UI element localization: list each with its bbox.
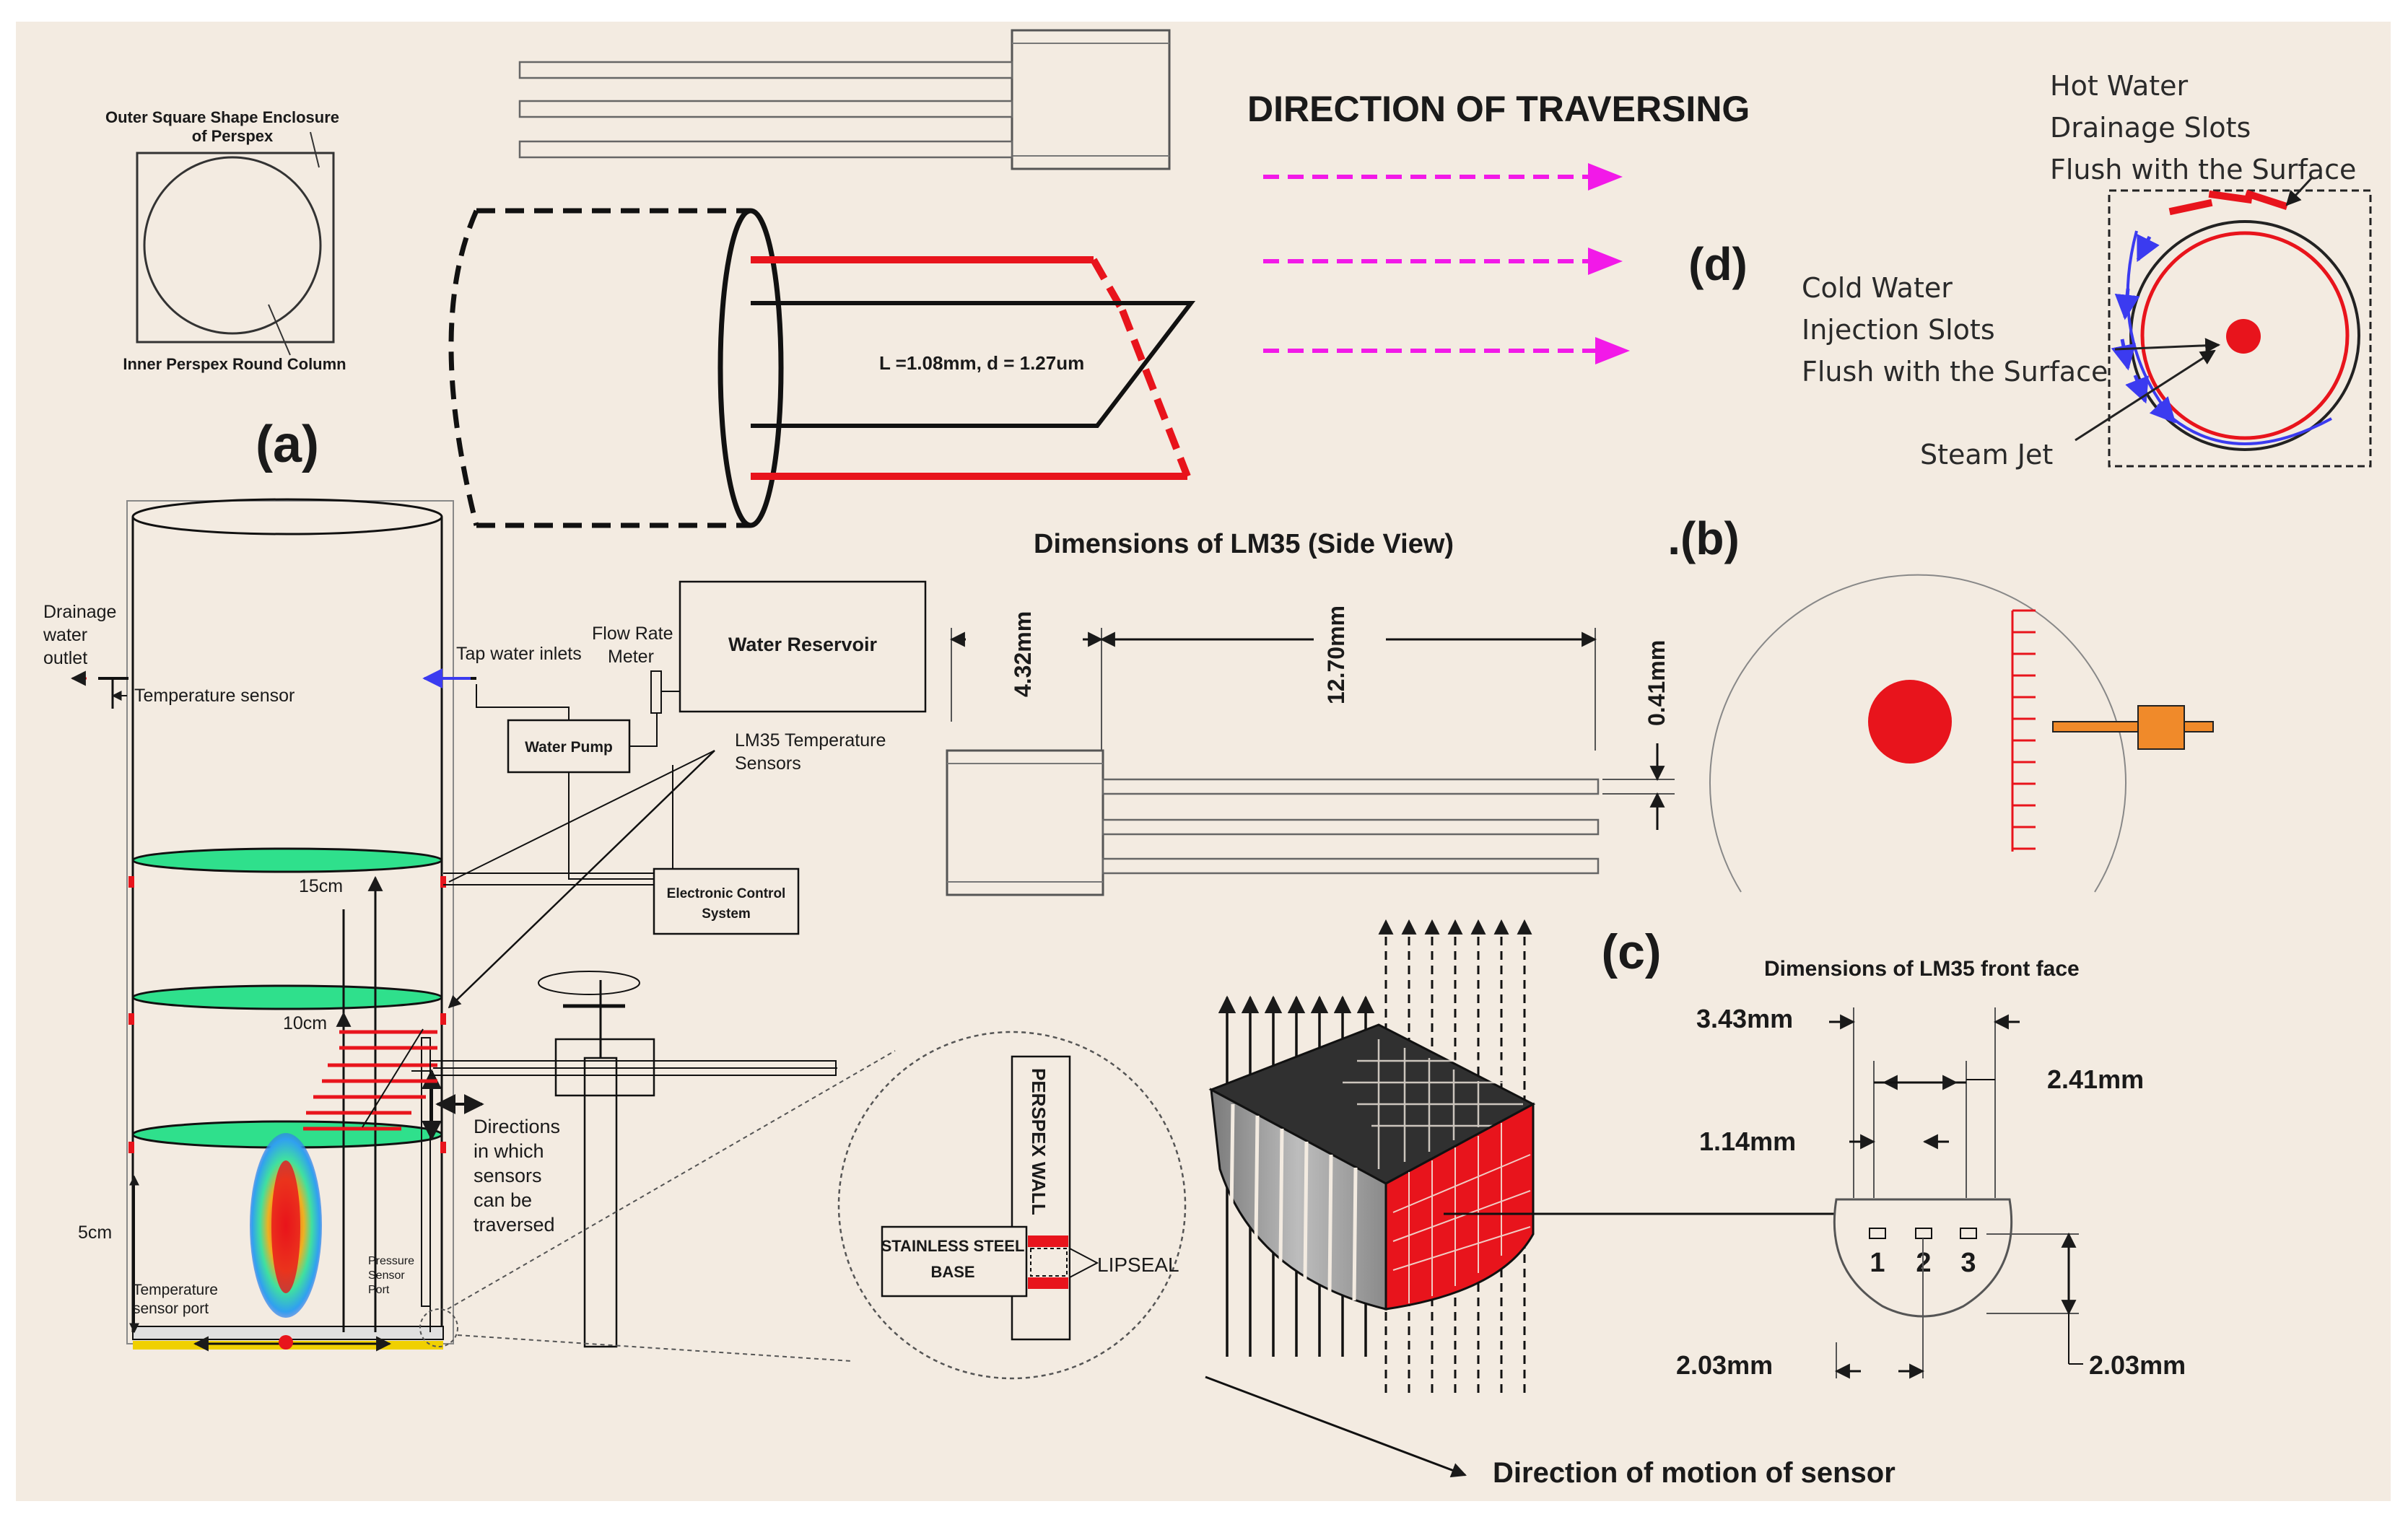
panel-label-c: (c) bbox=[1601, 924, 1661, 979]
motion-label: Direction of motion of sensor bbox=[1493, 1457, 1896, 1489]
outer-enclosure-label-2: of Perspex bbox=[192, 127, 274, 145]
perspex-wall-label: PERSPEX WALL bbox=[1028, 1068, 1050, 1215]
enclosure-diagram: Outer Square Shape Enclosure of Perspex … bbox=[105, 108, 346, 373]
pressure-port-label-2: Sensor bbox=[368, 1269, 405, 1282]
hot-water-label-2: Drainage Slots bbox=[2050, 112, 2251, 144]
water-pump-label: Water Pump bbox=[525, 739, 613, 756]
probe-cylinder: L =1.08mm, d = 1.27um bbox=[448, 208, 1196, 528]
dim-1-14: 1.14mm bbox=[1699, 1127, 1796, 1156]
drainage-label-2: water bbox=[43, 625, 87, 645]
lm35-scale-label: L =1.08mm, d = 1.27um bbox=[879, 352, 1084, 374]
inner-column-label: Inner Perspex Round Column bbox=[123, 355, 346, 373]
height-5cm: 5cm bbox=[78, 1223, 112, 1243]
panel-label-a: (a) bbox=[256, 416, 319, 473]
side-view: Dimensions of LM35 (Side View) 4.32mm 12… bbox=[946, 529, 1675, 896]
panel-c-diagram: Direction of motion of sensor bbox=[1205, 919, 1896, 1489]
traversing-arrows: DIRECTION OF TRAVERSING bbox=[1247, 89, 1750, 364]
directions-label-4: can be bbox=[474, 1189, 532, 1211]
steam-jet-label: Steam Jet bbox=[1920, 439, 2053, 471]
cold-water-label-2: Injection Slots bbox=[1802, 314, 1995, 346]
lm35-top-sketch bbox=[518, 29, 1171, 170]
outer-enclosure-label-1: Outer Square Shape Enclosure bbox=[105, 108, 339, 126]
pressure-port-label-1: Pressure bbox=[368, 1255, 414, 1267]
flow-rate-label-1: Flow Rate bbox=[592, 624, 673, 644]
directions-label-5: traversed bbox=[474, 1214, 555, 1235]
temp-port-label-2: sensor port bbox=[133, 1300, 209, 1317]
pressure-port-label-3: Port bbox=[368, 1284, 390, 1296]
temp-port-label-1: Temperature bbox=[133, 1282, 218, 1298]
electronic-control-label-2: System bbox=[702, 906, 751, 922]
tap-water-inlets-label: Tap water inlets bbox=[456, 644, 582, 664]
electronic-control-label-1: Electronic Control bbox=[667, 886, 786, 901]
front-face: Dimensions of LM35 front face 1 2 3 3.43… bbox=[1676, 957, 2186, 1380]
hot-water-label-1: Hot Water bbox=[2050, 70, 2189, 102]
side-view-title: Dimensions of LM35 (Side View) bbox=[1034, 529, 1454, 559]
base-label-2: BASE bbox=[930, 1263, 974, 1281]
panel-d-diagram: Hot Water Drainage Slots Flush with the … bbox=[1802, 70, 2372, 471]
pin-3-label: 3 bbox=[1960, 1248, 1976, 1278]
directions-label-2: in which bbox=[474, 1140, 544, 1162]
lipseal-label: LIPSEAL bbox=[1097, 1254, 1179, 1276]
dim-2-41: 2.41mm bbox=[2047, 1064, 2144, 1094]
lipseal-detail: PERSPEX WALL STAINLESS STEEL BASE LIPSEA… bbox=[419, 1031, 1187, 1380]
test-rig: Drainage water outlet Temperature sensor… bbox=[43, 498, 927, 1352]
dim-2-03-right: 2.03mm bbox=[2089, 1350, 2186, 1380]
lm35-sensors-label-2: Sensors bbox=[735, 753, 801, 774]
cold-water-label-3: Flush with the Surface bbox=[1802, 356, 2108, 388]
front-face-title: Dimensions of LM35 front face bbox=[1764, 957, 2080, 981]
directions-label-3: sensors bbox=[474, 1165, 542, 1186]
dim-4-32: 4.32mm bbox=[1010, 611, 1036, 697]
dim-12-70: 12.70mm bbox=[1323, 605, 1349, 704]
water-reservoir-label: Water Reservoir bbox=[728, 634, 878, 655]
flow-rate-label-2: Meter bbox=[608, 647, 654, 667]
panel-label-d: (d) bbox=[1688, 238, 1748, 290]
height-10cm: 10cm bbox=[283, 1013, 327, 1033]
pin-1-label: 1 bbox=[1870, 1248, 1885, 1278]
panel-label-b: .(b) bbox=[1667, 512, 1740, 564]
drainage-label-3: outlet bbox=[43, 648, 87, 668]
height-15cm: 15cm bbox=[299, 876, 343, 896]
hot-water-label-3: Flush with the Surface bbox=[2050, 154, 2356, 185]
dim-2-03-left: 2.03mm bbox=[1676, 1350, 1773, 1380]
base-label-1: STAINLESS STEEL bbox=[881, 1237, 1025, 1255]
drainage-label-1: Drainage bbox=[43, 602, 116, 622]
traversing-title: DIRECTION OF TRAVERSING bbox=[1247, 89, 1750, 129]
temperature-sensor-label: Temperature sensor bbox=[134, 686, 295, 706]
dim-3-43: 3.43mm bbox=[1696, 1004, 1793, 1033]
cold-water-label-1: Cold Water bbox=[1802, 272, 1953, 304]
directions-label-1: Directions bbox=[474, 1116, 560, 1137]
dim-0-41: 0.41mm bbox=[1644, 640, 1670, 726]
panel-b-diagram bbox=[1709, 574, 2214, 893]
lm35-sensors-label-1: LM35 Temperature bbox=[735, 730, 886, 751]
